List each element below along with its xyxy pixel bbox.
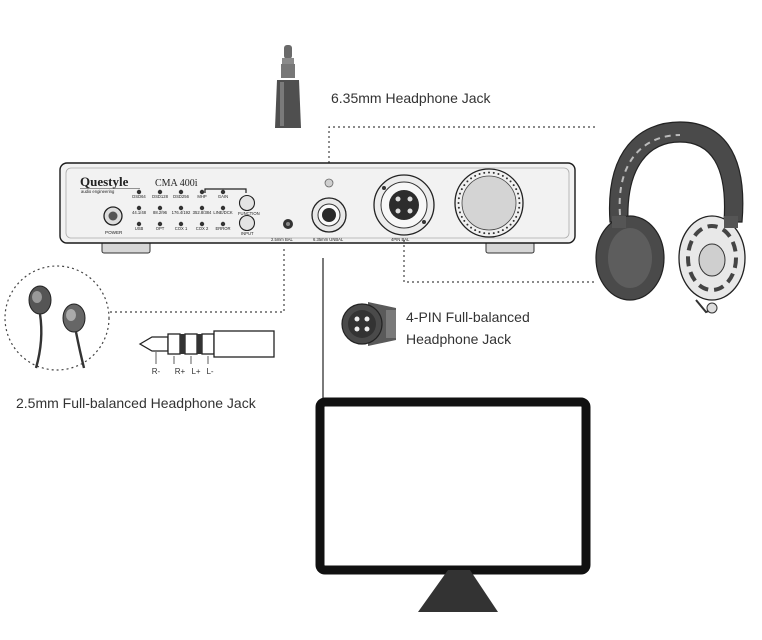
amplifier-device: Questyle audio engineering CMA 400i POWE…: [59, 162, 576, 254]
indicator-led: [157, 189, 163, 195]
input-label: INPUT: [241, 231, 254, 236]
indicator-label: DSD256: [173, 194, 189, 199]
function-label: FUNCTION: [238, 211, 260, 216]
indicator-led: [220, 221, 226, 227]
indicator-label: 44.1/48: [132, 210, 147, 215]
indicator-label: 88.2/96: [153, 210, 168, 215]
indicator-led: [136, 221, 142, 227]
indicator-led: [157, 221, 163, 227]
indicator-label: LINE/DCK: [213, 210, 233, 215]
indicator-label: GAIN: [218, 194, 228, 199]
indicator-led: [157, 205, 163, 211]
indicator-label: 176.4/192: [172, 210, 191, 215]
indicator-led: [178, 221, 184, 227]
indicator-led: [220, 205, 226, 211]
label-4pin-line2: Headphone Jack: [406, 331, 512, 347]
power-label: POWER: [105, 230, 123, 235]
indicator-label: COX 2: [196, 226, 209, 231]
pin-label-1: R+: [175, 367, 186, 376]
pin-label-2: L+: [191, 367, 200, 376]
indicator-label: USB: [135, 226, 144, 231]
indicator-label: COX 1: [175, 226, 188, 231]
model-name: CMA 400i: [155, 178, 198, 189]
jack-4pin-label: 4PIN BAL: [391, 237, 410, 242]
connector-25mm: [110, 248, 285, 313]
earphones-icon: [28, 285, 86, 369]
indicator-label: DSD128: [152, 194, 168, 199]
pin-label-3: L-: [206, 367, 213, 376]
indicator-led: [199, 189, 205, 195]
label-25mm-jack: 2.5mm Full-balanced Headphone Jack: [16, 395, 257, 411]
indicator-label: OPT: [156, 226, 165, 231]
connector-4pin: [403, 240, 596, 283]
indicator-label: 352.8/384: [193, 210, 212, 215]
monitor-icon: [315, 397, 591, 612]
xlr-connector-icon: [341, 302, 396, 346]
brand-tagline: audio engineering: [81, 189, 115, 194]
indicator-led: [178, 189, 184, 195]
function-button[interactable]: [238, 194, 256, 212]
connector-635mm: [328, 126, 596, 178]
plug-25mm-icon: [138, 330, 275, 364]
input-button[interactable]: [238, 214, 256, 232]
indicator-label: ERROR: [215, 226, 230, 231]
indicator-led: [220, 189, 226, 195]
plug-635mm-icon: [275, 45, 301, 128]
jack-25mm-label: 2.5mm BAL: [271, 237, 294, 242]
earphones-frame: [4, 265, 110, 371]
indicator-label: DSD64: [132, 194, 146, 199]
label-4pin-line1: 4-PIN Full-balanced: [406, 309, 530, 325]
brand-logo: Questyle: [80, 174, 129, 189]
label-635mm-jack: 6.35mm Headphone Jack: [331, 90, 492, 106]
plug-pin-labels: R- R+ L+ L-: [152, 367, 214, 376]
pin-label-0: R-: [152, 367, 161, 376]
headphones-icon: [595, 121, 746, 314]
indicator-label: MHP: [197, 194, 207, 199]
indicator-led: [199, 221, 205, 227]
indicator-grid: DSD64 DSD128 DSD256 MHP GAIN 44.1/48 88.2/96 17…: [132, 189, 233, 231]
jack-635mm-label: 6.35mm UNBAL: [313, 237, 344, 242]
indicator-led: [136, 189, 142, 195]
indicator-led: [199, 205, 205, 211]
indicator-led: [178, 205, 184, 211]
indicator-led: [136, 205, 142, 211]
